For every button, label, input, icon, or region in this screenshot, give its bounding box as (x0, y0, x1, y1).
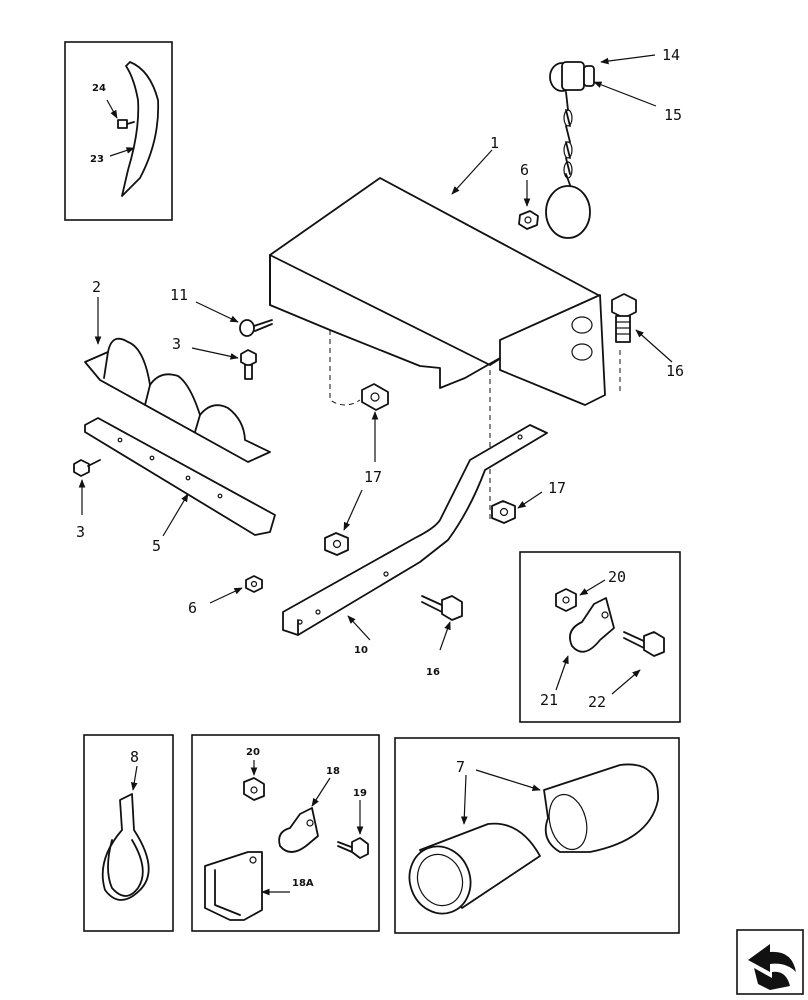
callout-19: 19 (353, 788, 367, 799)
callout-8: 8 (130, 748, 139, 766)
nut-17-right-icon: 17 (491, 479, 566, 524)
callout-3-lower: 3 (76, 523, 85, 541)
callout-21: 21 (540, 691, 558, 709)
callout-22: 22 (588, 693, 606, 711)
callout-10: 10 (354, 645, 368, 656)
callout-20-left: 20 (246, 747, 260, 758)
nut-6-top-icon: 6 (518, 161, 539, 230)
callout-6-top: 6 (520, 161, 529, 179)
nut-20-icon (555, 588, 577, 612)
inset-panel-23-24: 24 23 (64, 41, 173, 221)
clamp-bracket-2: 2 (84, 278, 271, 463)
nut-20-left-icon (243, 777, 265, 801)
inset-panel-20-21-22: 20 21 22 (519, 551, 681, 723)
bolt-3-lower-icon: 3 (73, 459, 101, 541)
clamp-21-icon (569, 597, 615, 653)
chain-plug-assembly: 14 15 (545, 46, 682, 239)
callout-1: 1 (490, 134, 499, 152)
bolt-19-icon (337, 837, 369, 859)
inset-panel-8: 8 (83, 734, 174, 932)
callout-11: 11 (170, 286, 188, 304)
nut-6-lower-icon: 6 (188, 575, 263, 617)
callout-6-lower: 6 (188, 599, 197, 617)
callout-16-lower: 16 (426, 667, 440, 678)
callout-3-upper: 3 (172, 335, 181, 353)
callout-2: 2 (92, 278, 101, 296)
clamp-18-icon (278, 807, 319, 853)
callout-17-center: 17 (364, 468, 382, 486)
inset-panel-18-19-20: 20 18 19 18A (191, 734, 380, 932)
callout-20-right: 20 (608, 568, 626, 586)
bolt-16-lower-icon: 16 (421, 595, 463, 678)
bolt-3-upper-icon: 3 (172, 335, 257, 380)
bracket-18a-icon (204, 851, 263, 921)
screw-11-icon: 11 (170, 286, 273, 337)
callout-24: 24 (92, 83, 106, 94)
strap-plate-5: 5 (84, 417, 276, 555)
bolt-22-icon (623, 631, 665, 657)
callout-5: 5 (152, 537, 161, 555)
bolt-24-icon (117, 119, 135, 129)
nut-17-left-icon (324, 489, 363, 556)
callout-14: 14 (662, 46, 680, 64)
hose-sleeve-right-icon (543, 763, 659, 853)
nut-17-upper-icon: 17 (361, 383, 389, 486)
callout-23: 23 (90, 154, 104, 165)
callout-7: 7 (456, 758, 465, 776)
inset-panel-7: 7 (394, 737, 680, 934)
housing-1: 1 (269, 134, 621, 520)
hose-sleeve-left-icon (408, 822, 541, 915)
next-page-arrow-icon[interactable] (736, 929, 804, 995)
bolt-16-right-icon: 16 (611, 293, 684, 380)
callout-15: 15 (664, 106, 682, 124)
callout-18: 18 (326, 766, 340, 777)
callout-17-right: 17 (548, 479, 566, 497)
support-bar-10: 10 (282, 424, 548, 656)
callout-16-right: 16 (666, 362, 684, 380)
callout-18a: 18A (292, 878, 314, 889)
